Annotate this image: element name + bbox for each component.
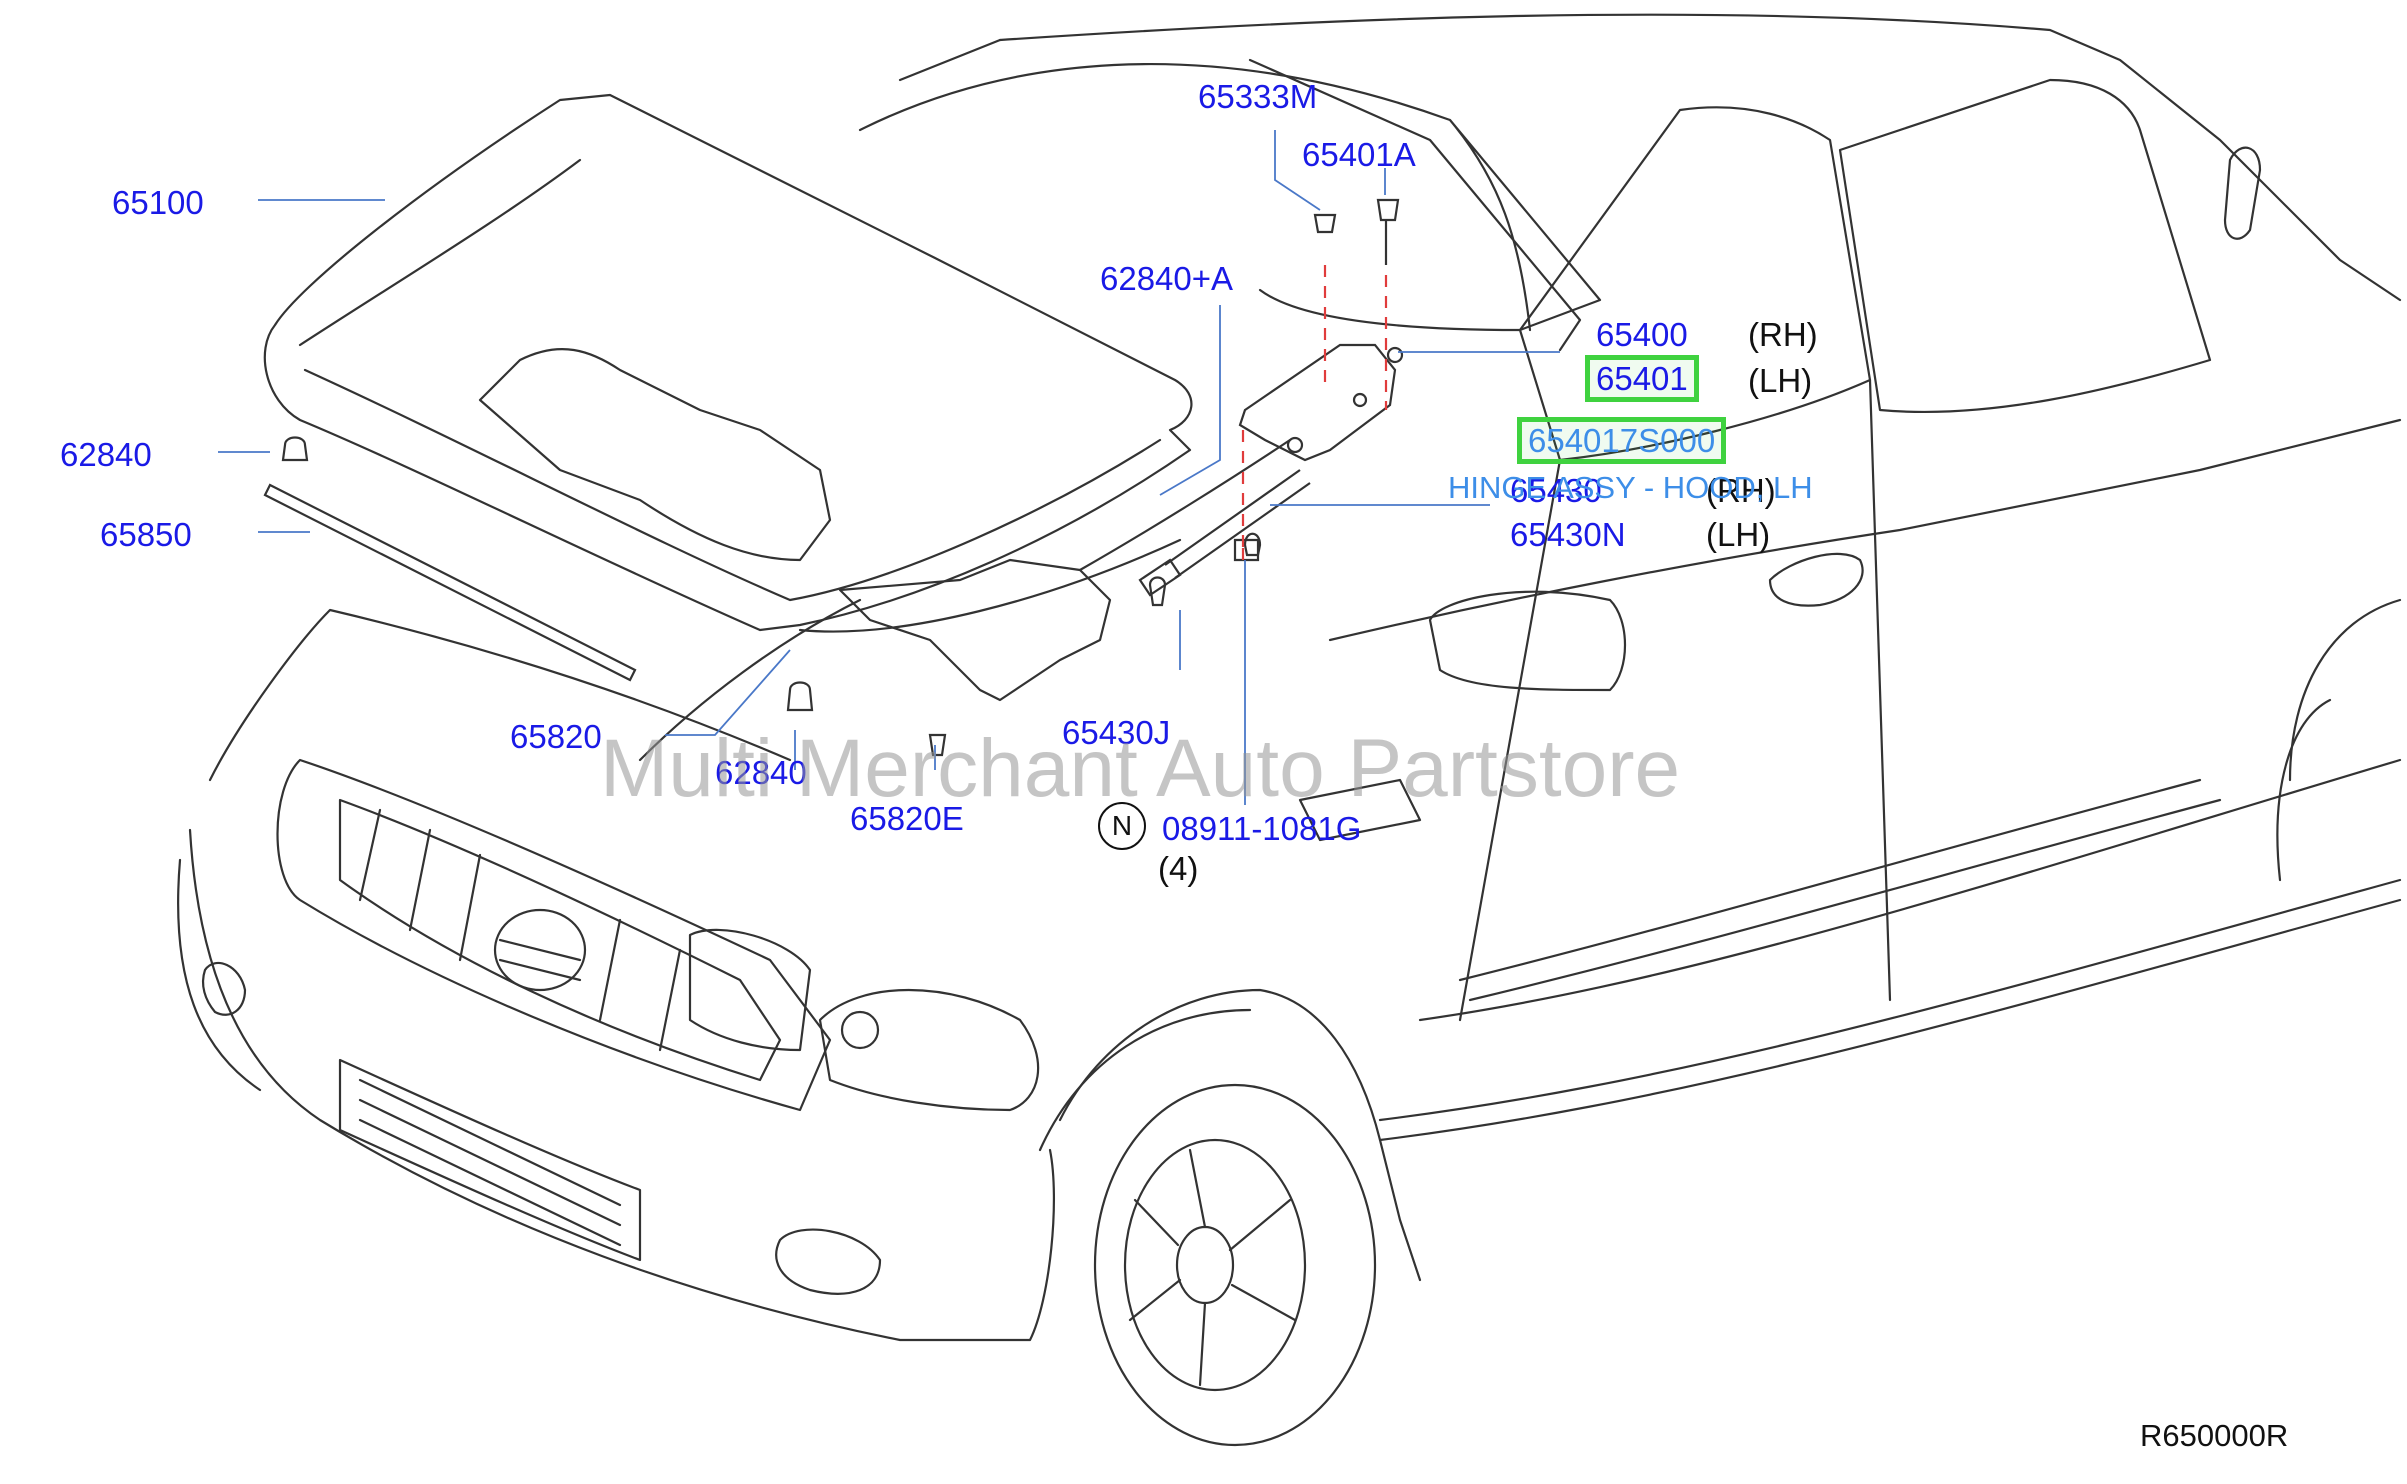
- part-label-65430J[interactable]: 65430J: [1062, 714, 1171, 751]
- fog-lamp: [775, 1228, 882, 1295]
- wheel-spokes: [1128, 1148, 1297, 1387]
- emblem-bar: [498, 938, 582, 982]
- part-label-62840-bottom[interactable]: 62840: [715, 754, 807, 791]
- door-divider: [1458, 378, 1892, 1022]
- grille-outline: [276, 758, 832, 1112]
- part-label-62840-left[interactable]: 62840: [60, 436, 152, 473]
- side-lh-65401: (LH): [1748, 362, 1813, 399]
- cowl-line: [798, 438, 1292, 633]
- part-label-65100[interactable]: 65100: [112, 184, 204, 221]
- headlamp-housing: [688, 928, 812, 1052]
- lower-grille: [338, 1058, 642, 1262]
- grille-inner: [338, 798, 782, 1082]
- weatherstrip: [263, 483, 637, 682]
- part-label-62840A[interactable]: 62840+A: [1100, 260, 1234, 297]
- hood-hinge: [1238, 343, 1404, 462]
- front-tire: [1093, 1083, 1377, 1447]
- rocker-panel: [1378, 878, 2402, 1142]
- part-label-65820E[interactable]: 65820E: [850, 800, 964, 837]
- wheel-hub: [1175, 1225, 1235, 1305]
- grille-emblem: [493, 908, 587, 992]
- side-rh-65400: (RH): [1748, 316, 1818, 353]
- part-label-65850[interactable]: 65850: [100, 516, 192, 553]
- leader-lines: [218, 130, 1560, 805]
- door-handle-rear: [2223, 146, 2262, 240]
- hood-stay-strut: [1138, 469, 1311, 597]
- headlamp-lens: [840, 1010, 880, 1050]
- front-rim: [1123, 1138, 1307, 1392]
- grille-bars: [358, 808, 682, 1052]
- door-handle-front: [1768, 552, 1864, 607]
- roof-line: [998, 13, 2402, 302]
- side-mirror: [1428, 590, 1626, 692]
- hood-insulator: [838, 558, 1112, 702]
- hood-panel-detail: [478, 348, 832, 562]
- part-label-65401A[interactable]: 65401A: [1302, 136, 1416, 173]
- side-lh-65430N: (LH): [1706, 516, 1771, 553]
- dashed-guides: [1241, 265, 1388, 560]
- a-pillar: [898, 38, 1582, 352]
- hood-inner-edge: [298, 158, 1162, 602]
- fender-flare: [1038, 1008, 1252, 1152]
- front-bumper: [177, 828, 1056, 1342]
- selected-part-description: HINGE ASSY - HOOD, LH: [1448, 470, 1813, 505]
- side-body: [1328, 418, 2402, 1022]
- lower-grille-bars: [358, 1078, 622, 1247]
- rear-door-window: [1838, 78, 2212, 414]
- watermark-text: Multi Merchant Auto Partstore: [600, 723, 1681, 814]
- cowl-detail: [638, 598, 862, 762]
- side-rh-65430: (RH): [1706, 472, 1776, 509]
- fender-vent: [1298, 778, 1422, 842]
- front-door-window: [1518, 106, 1872, 462]
- quantity-08911: (4): [1158, 850, 1199, 887]
- windshield: [858, 62, 1602, 332]
- hood-front-lip: [208, 608, 792, 782]
- part-label-65820[interactable]: 65820: [510, 718, 602, 755]
- hardware-items: [263, 198, 1400, 757]
- side-molding: [1458, 778, 2222, 1002]
- hood-outline: [263, 93, 1193, 632]
- headlamp: [818, 988, 1040, 1112]
- part-label-65400[interactable]: 65400: [1596, 316, 1688, 353]
- note-symbol-n: N: [1098, 802, 1146, 850]
- diagram-code: R650000R: [2140, 1418, 2289, 1453]
- part-label-65401-highlighted[interactable]: 65401: [1585, 355, 1699, 402]
- part-label-65430N[interactable]: 65430N: [1510, 516, 1626, 553]
- selected-part-number[interactable]: 654017S000: [1517, 417, 1727, 464]
- part-label-08911-1081G[interactable]: 08911-1081G: [1162, 810, 1362, 847]
- rear-wheel-arch: [2276, 598, 2402, 882]
- front-fender: [1058, 988, 1422, 1282]
- part-label-65430[interactable]: 65430: [1510, 472, 1602, 509]
- fog-lamp-left: [201, 961, 247, 1016]
- part-label-65333M[interactable]: 65333M: [1198, 78, 1318, 115]
